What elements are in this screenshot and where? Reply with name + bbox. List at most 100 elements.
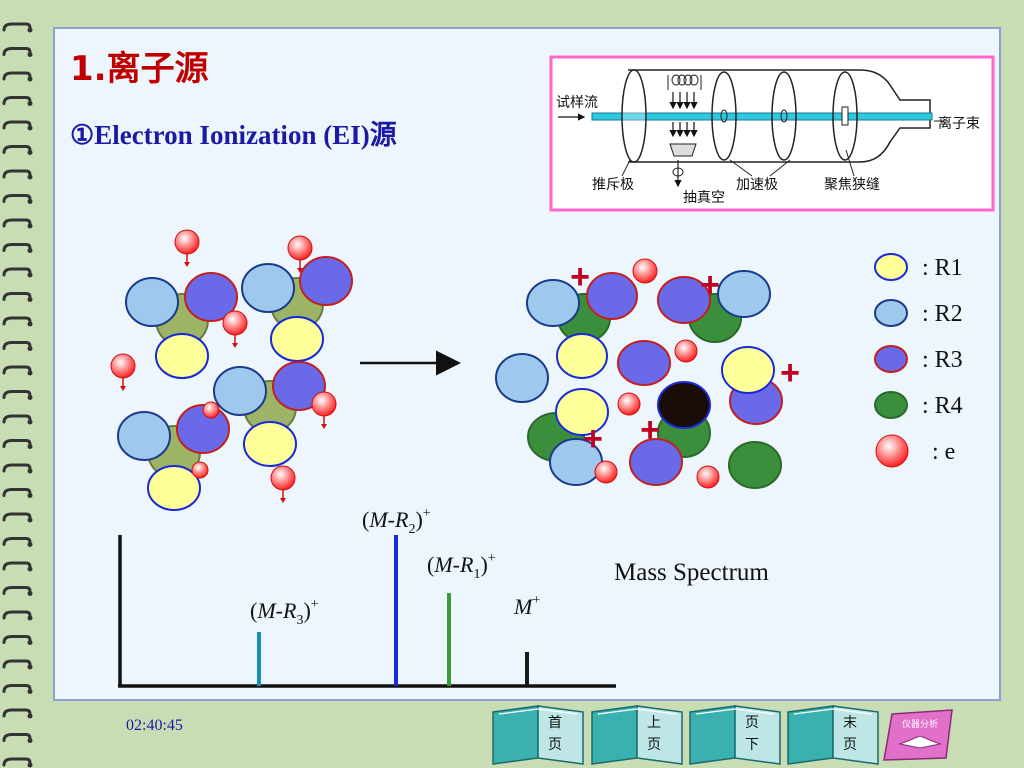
open-book-page bbox=[734, 705, 781, 765]
nav-button-label: 页 bbox=[843, 737, 857, 753]
book-page-edge bbox=[498, 708, 578, 715]
binding-ring bbox=[2, 488, 32, 497]
binding-hole bbox=[27, 419, 33, 425]
nav-button-3[interactable]: 末页 bbox=[787, 705, 879, 765]
accelerator-electrode-2 bbox=[771, 71, 797, 161]
binding-hole bbox=[27, 591, 33, 596]
peak-label-m-r1: (M-R1)+ bbox=[427, 551, 496, 582]
binding-hole bbox=[27, 27, 33, 33]
binding-ring bbox=[2, 708, 32, 718]
binding-hole bbox=[27, 542, 33, 547]
electron-trail-head bbox=[184, 262, 190, 267]
tag-emblem bbox=[898, 735, 942, 749]
legend-label-r3: : R3 bbox=[922, 347, 963, 373]
binding-ring bbox=[2, 684, 32, 693]
nav-button-label: 页 bbox=[548, 737, 562, 753]
binding-ring bbox=[2, 218, 32, 228]
legend-swatch-r3 bbox=[874, 345, 908, 373]
mass-spectrum: (M-R3)+ (M-R2)+ (M-R1)+ M+ Mass Spectrum bbox=[118, 506, 769, 688]
binding-hole bbox=[27, 395, 33, 400]
binding-hole bbox=[27, 125, 33, 131]
atom-r3 bbox=[617, 340, 671, 386]
anode-plate bbox=[669, 143, 697, 157]
binding-ring bbox=[2, 586, 32, 595]
binding-hole bbox=[27, 493, 33, 498]
binding-hole bbox=[27, 248, 33, 253]
repeller-label: 推斥极 bbox=[592, 177, 634, 193]
binding-hole bbox=[27, 762, 33, 768]
tag-icon bbox=[883, 709, 953, 761]
binding-hole bbox=[27, 223, 33, 229]
leader-lines bbox=[621, 120, 944, 177]
atom-r2 bbox=[526, 279, 580, 327]
nav-button-2[interactable]: 页下 bbox=[689, 705, 781, 765]
binding-ring bbox=[2, 145, 32, 154]
filament-coil bbox=[667, 74, 702, 90]
atom-r3 bbox=[299, 256, 353, 306]
nav-button-label: 末 bbox=[843, 715, 857, 731]
electrode-hole bbox=[720, 109, 728, 123]
binding-hole bbox=[27, 370, 33, 376]
atom-r3 bbox=[272, 361, 326, 411]
electron bbox=[110, 353, 136, 379]
binding-hole bbox=[27, 272, 33, 278]
electron bbox=[696, 465, 720, 489]
legend-label-e: : e bbox=[932, 439, 955, 465]
nav-button-1[interactable]: 上页 bbox=[591, 705, 683, 765]
legend-label-r1: : R1 bbox=[922, 255, 963, 281]
binding-ring bbox=[2, 292, 32, 301]
electron-trail-head bbox=[280, 498, 286, 503]
slide-time: 02:40:45 bbox=[126, 717, 183, 734]
binding-hole bbox=[27, 346, 33, 351]
fragment-ions-cluster: +++++ bbox=[495, 258, 800, 489]
binding-hole bbox=[27, 738, 33, 743]
nav-button-label: 下 bbox=[745, 737, 759, 753]
book-page-edge bbox=[793, 708, 873, 715]
electron bbox=[191, 461, 209, 479]
binding-ring bbox=[2, 390, 32, 399]
binding-hole bbox=[27, 199, 33, 204]
atom-r1 bbox=[556, 333, 608, 379]
spiral-binding bbox=[2, 22, 33, 768]
legend-swatch-r1 bbox=[874, 253, 908, 281]
binding-hole bbox=[27, 174, 33, 180]
positive-charge-sign: + bbox=[583, 420, 603, 458]
atom-r3 bbox=[586, 272, 638, 320]
atom-r3 bbox=[629, 438, 683, 486]
book-page-edge bbox=[695, 708, 775, 715]
slide-subtitle: ①Electron Ionization (EI)源 bbox=[70, 120, 397, 150]
binding-ring bbox=[2, 733, 32, 742]
electron bbox=[594, 460, 618, 484]
nav-button-label: 页 bbox=[647, 737, 661, 753]
legend-label-r4: : R4 bbox=[922, 393, 963, 419]
nav-button-0[interactable]: 首页 bbox=[492, 705, 584, 765]
atom-r2 bbox=[495, 353, 549, 403]
binding-hole bbox=[27, 517, 33, 523]
binding-hole bbox=[27, 297, 33, 302]
open-book-icon bbox=[689, 705, 736, 765]
diagram-frame bbox=[549, 55, 995, 212]
atom-r3 bbox=[657, 276, 711, 324]
electron-trail-head bbox=[297, 268, 303, 273]
legend: : R1: R2: R3: R4: e bbox=[874, 253, 963, 468]
binding-ring bbox=[2, 96, 32, 105]
legend-swatch-r2 bbox=[874, 299, 908, 327]
electron-trail-head bbox=[321, 424, 327, 429]
electron bbox=[632, 258, 658, 284]
electron bbox=[617, 392, 641, 416]
nav-button-instrument[interactable]: 仪器分析 bbox=[883, 709, 953, 761]
electron bbox=[311, 391, 337, 417]
neutral-molecules-cluster bbox=[110, 229, 353, 511]
electron bbox=[202, 401, 220, 419]
atom-r1 bbox=[243, 421, 297, 467]
atom-r2 bbox=[241, 263, 295, 313]
open-book-icon bbox=[591, 705, 638, 765]
binding-ring bbox=[2, 561, 32, 571]
atom-r1 bbox=[270, 316, 324, 362]
peak-label-m-r2: (M-R2)+ bbox=[362, 506, 431, 537]
positive-charge-sign: + bbox=[780, 354, 800, 392]
atom-r2 bbox=[117, 411, 171, 461]
binding-ring bbox=[2, 757, 32, 767]
focus-slit bbox=[841, 106, 849, 126]
